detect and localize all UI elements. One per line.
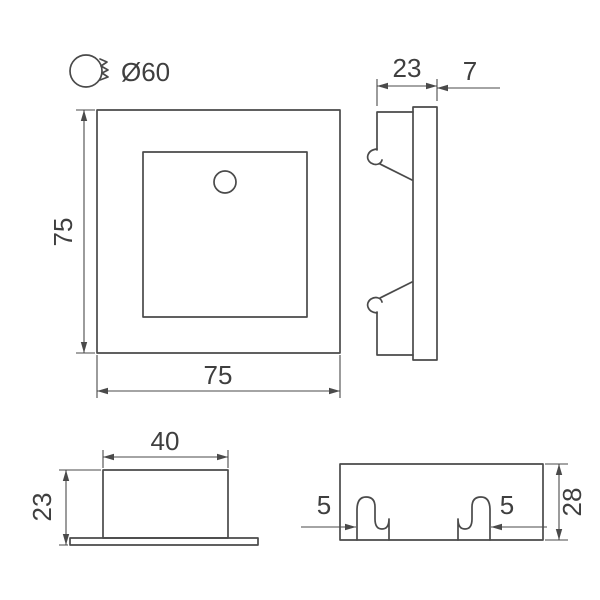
rear-height-label: 28: [557, 488, 587, 517]
clip-right-label: 5: [500, 490, 514, 520]
side-view: [366, 106, 438, 361]
box-height-extension-lines: [59, 469, 101, 546]
front-outer-square: [96, 109, 341, 354]
box-height-label: 23: [27, 493, 57, 522]
rear-right-clip: [457, 496, 491, 541]
side-bottom-spring-wire: [379, 281, 413, 299]
side-top-spring-wire: [379, 163, 413, 181]
front-inner-square: [142, 151, 308, 318]
hole-diameter-label: Ø60: [121, 57, 170, 87]
hole-saw-circle: [69, 54, 103, 88]
rear-left-clip: [356, 496, 390, 541]
bottom-view: [69, 469, 259, 546]
side-top-spring-hook: [366, 148, 383, 166]
box-width-label: 40: [151, 426, 180, 456]
sensor-lens: [213, 170, 237, 194]
dim-rear-height: 28: [545, 463, 587, 541]
bottom-body: [102, 469, 229, 539]
side-body-outline: [376, 111, 414, 356]
dim-box-width: 40: [102, 426, 229, 468]
clip-left-label: 5: [317, 490, 331, 520]
plate-thickness-label: 7: [463, 56, 477, 86]
side-depth-label: 23: [393, 53, 422, 83]
dim-clip-left: 5: [301, 490, 356, 531]
front-view: [96, 109, 341, 354]
side-front-plate: [412, 106, 438, 361]
dim-front-width: 75: [96, 355, 341, 398]
dim-clip-right: 5: [491, 490, 547, 531]
side-depth-extension-lines: [376, 79, 438, 106]
side-bottom-spring-hook: [366, 296, 383, 314]
front-width-label: 75: [204, 360, 233, 390]
front-height-label: 75: [48, 218, 78, 247]
dim-front-height: 75: [48, 109, 95, 354]
front-height-extension-lines: [76, 109, 95, 354]
hole-saw-icon: [69, 54, 109, 88]
dim-plate-thickness: 7: [437, 56, 500, 92]
bottom-front-plate: [69, 537, 259, 546]
rear-view: [339, 463, 544, 541]
dim-box-height: 23: [27, 469, 101, 546]
dim-side-depth: 23: [376, 53, 438, 106]
rear-housing: [339, 463, 544, 541]
hole-saw-teeth: [99, 58, 109, 81]
